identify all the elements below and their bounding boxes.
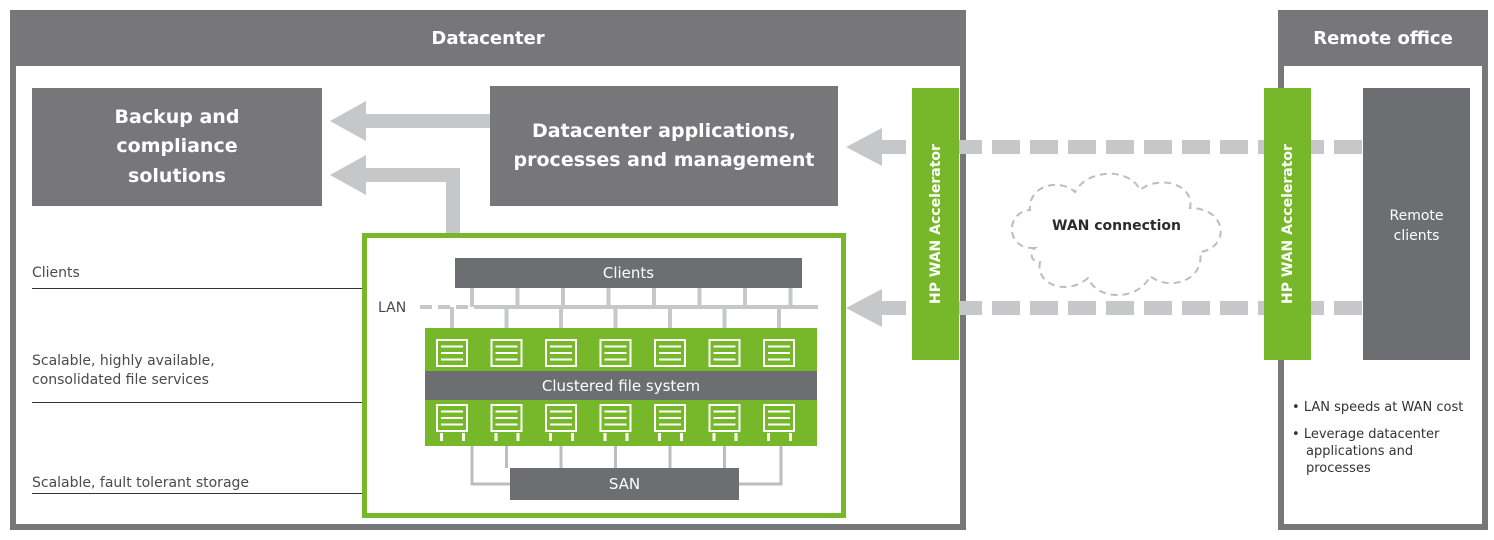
wan-connection-label: WAN connection xyxy=(1052,218,1181,234)
hp-wan-accelerator-right: HP WAN Accelerator xyxy=(1264,88,1311,360)
server-unit xyxy=(763,339,795,367)
lan-label: LAN xyxy=(378,300,407,316)
side-label-file-services: Scalable, highly available, consolidated… xyxy=(32,352,215,390)
server-unit xyxy=(708,404,741,432)
server-unit xyxy=(545,339,577,367)
side-label-storage: Scalable, fault tolerant storage xyxy=(32,475,250,491)
datacenter-apps-box: Datacenter applications, processes and m… xyxy=(490,86,838,206)
datacenter-title: Datacenter xyxy=(10,10,966,66)
benefit-item-text: LAN speeds at WAN cost xyxy=(1303,400,1464,415)
benefit-item: • LAN speeds at WAN cost xyxy=(1292,400,1464,415)
clients-bar: Clients xyxy=(455,258,802,288)
remote-clients-line1: Remote xyxy=(1389,208,1444,224)
backup-compliance-box: Backup and compliance solutions xyxy=(32,88,322,206)
server-unit xyxy=(654,404,686,432)
server-unit xyxy=(763,404,795,432)
side-rule-storage xyxy=(32,493,502,494)
server-unit xyxy=(599,339,632,367)
wan-cloud xyxy=(1010,172,1222,296)
arrow-apps-to-backup xyxy=(330,101,490,141)
server-legs xyxy=(603,433,629,441)
server-unit xyxy=(654,339,686,367)
server-unit xyxy=(599,404,632,432)
san-wire-right xyxy=(739,446,783,486)
side-label-file-services-line1: Scalable, highly available, xyxy=(32,353,215,369)
san-bar: SAN xyxy=(510,468,739,500)
san-wires xyxy=(470,446,783,486)
server-legs xyxy=(494,433,520,441)
hp-wan-accelerator-left-label: HP WAN Accelerator xyxy=(927,144,944,304)
benefit-item: • Leverage datacenter applications and p… xyxy=(1292,426,1440,476)
server-legs xyxy=(549,433,574,441)
server-unit xyxy=(490,404,523,432)
server-unit xyxy=(436,339,468,367)
side-label-file-services-line2: consolidated file services xyxy=(32,371,209,388)
server-unit xyxy=(708,339,741,367)
side-rule-file-services xyxy=(32,402,416,403)
server-legs xyxy=(712,433,738,441)
san-wire-left xyxy=(470,446,510,486)
server-unit xyxy=(436,404,468,432)
side-label-clients: Clients xyxy=(32,265,80,281)
remote-clients-box: Remote clients xyxy=(1363,88,1470,360)
server-legs xyxy=(658,433,683,441)
server-unit xyxy=(490,339,523,367)
remote-office-title: Remote office xyxy=(1278,10,1488,66)
benefit-item-text: Leverage datacenter applications and pro… xyxy=(1303,426,1440,476)
server-legs xyxy=(767,433,792,441)
arrow-cluster-to-backup xyxy=(330,155,460,236)
lan-wires xyxy=(450,288,818,330)
server-unit xyxy=(545,404,577,432)
remote-benefits-list: • LAN speeds at WAN cost • Leverage data… xyxy=(1292,400,1472,488)
remote-clients-line2: clients xyxy=(1393,228,1440,245)
hp-wan-accelerator-left: HP WAN Accelerator xyxy=(912,88,959,360)
hp-wan-accelerator-right-label: HP WAN Accelerator xyxy=(1279,144,1296,304)
clustered-fs-bar: Clustered file system xyxy=(425,371,817,400)
side-rule-clients xyxy=(32,288,445,289)
server-legs xyxy=(440,433,465,441)
